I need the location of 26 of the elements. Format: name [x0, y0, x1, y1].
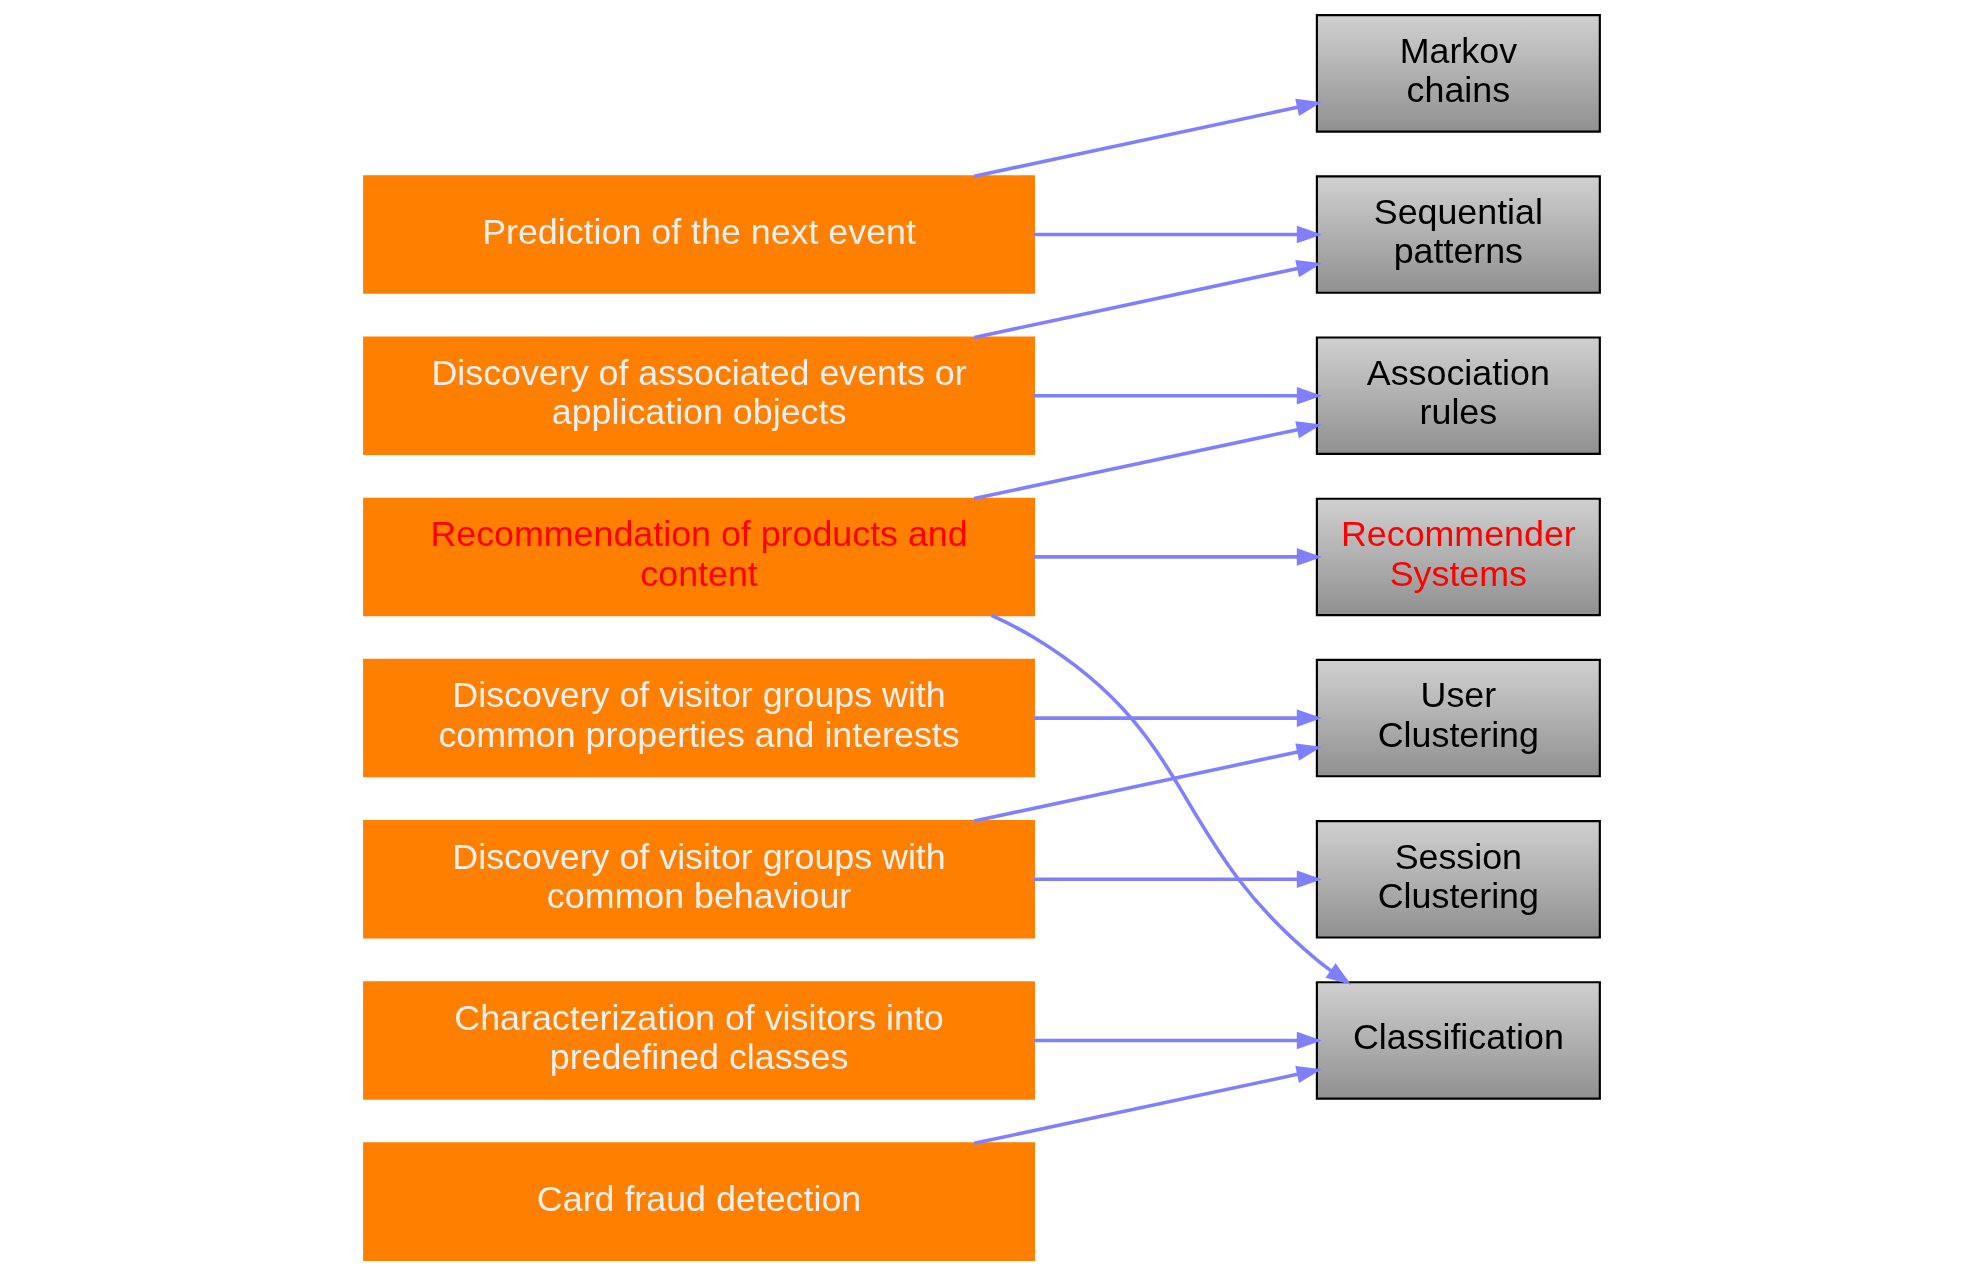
node-box: Session Clustering [1315, 820, 1601, 939]
node-box: Discovery of associated events or application objects [363, 336, 1035, 455]
arrow [1033, 1031, 1322, 1050]
node-box: Recommender Systems [1315, 497, 1601, 617]
node-box: Recommendation of products and content [363, 497, 1035, 617]
arrow [973, 98, 1322, 178]
arrow [990, 613, 1352, 985]
arrow [973, 1065, 1322, 1146]
arrow [973, 743, 1322, 823]
node-box: Characterization of visitors into predefined classes [363, 981, 1035, 1100]
node-box: Discovery of visitor groups with common properties and interests [363, 658, 1035, 778]
node-box: Sequential patterns [1315, 175, 1601, 294]
node-box: Prediction of the next event [363, 175, 1035, 294]
arrow [973, 259, 1322, 340]
arrow [1033, 386, 1322, 405]
node-box: Discovery of visitor groups with common behaviour [363, 820, 1035, 939]
node-box: Classification [1315, 981, 1601, 1100]
node-box: Card fraud detection [363, 1142, 1035, 1261]
node-box: Markov chains [1315, 14, 1601, 133]
arrow [1033, 709, 1322, 727]
node-box: Association rules [1315, 336, 1601, 455]
arrow [973, 421, 1322, 501]
arrow [1033, 870, 1322, 889]
arrow [1033, 548, 1322, 566]
node-box: User Clustering [1315, 658, 1601, 778]
arrow [1033, 225, 1322, 244]
